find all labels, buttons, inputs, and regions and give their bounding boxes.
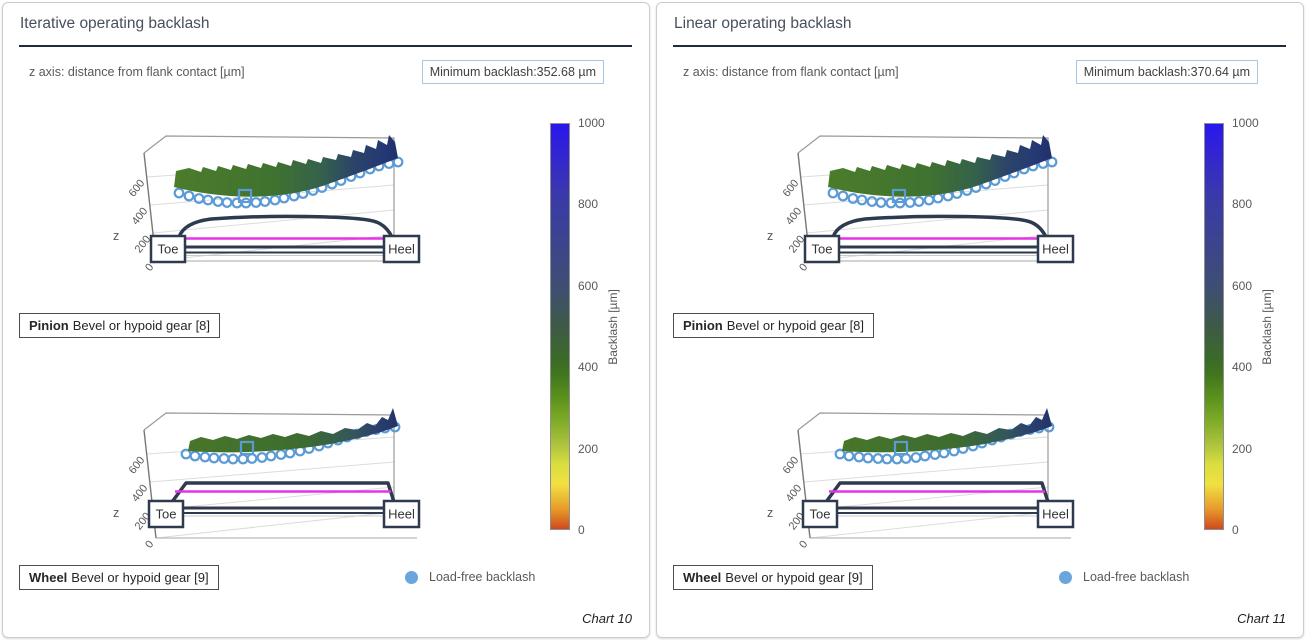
wheel-3d-plot[interactable]: [101, 386, 446, 551]
pinion-label-bold: Pinion: [29, 318, 69, 333]
minimum-backlash-box: Minimum backlash:352.68 µm: [421, 60, 604, 84]
colorbar-tick: 1000: [1232, 116, 1259, 130]
colorbar-tick: 1000: [578, 116, 605, 130]
title-rule: [673, 45, 1286, 47]
pinion-label-rest: Bevel or hypoid gear [8]: [726, 318, 865, 333]
wheel-label-rest: Bevel or hypoid gear [9]: [71, 570, 209, 585]
legend-load-free: Load-free backlash: [1059, 570, 1189, 584]
colorbar-tick: 0: [578, 523, 585, 537]
legend-label: Load-free backlash: [1083, 570, 1190, 584]
panel-linear-backlash: Linear operating backlash z axis: distan…: [656, 2, 1304, 638]
minimum-backlash-box: Minimum backlash:370.64 µm: [1075, 60, 1258, 84]
colorbar-axis-label: Backlash [µm]: [1260, 288, 1274, 365]
colorbar-axis-label: Backlash [µm]: [606, 288, 620, 365]
colorbar-tick: 800: [578, 197, 599, 212]
colorbar-tick: 200: [1232, 441, 1253, 456]
page-title: Iterative operating backlash: [20, 15, 210, 32]
colorbar-tick: 600: [578, 278, 599, 293]
pinion-label-rest: Bevel or hypoid gear [8]: [72, 318, 211, 333]
chart-number: Chart 11: [1237, 611, 1286, 626]
pinion-label-bold: Pinion: [683, 318, 723, 333]
legend-dot-icon: [1059, 570, 1072, 584]
legend-label: Load-free backlash: [429, 570, 536, 584]
colorbar-tick: 800: [1232, 197, 1253, 212]
chart-number: Chart 10: [582, 611, 632, 626]
z-axis-note: z axis: distance from flank contact [µm]: [683, 65, 899, 79]
colorbar-tick: 0: [1232, 523, 1239, 537]
wheel-label-bold: Wheel: [683, 570, 722, 585]
wheel-label-rest: Bevel or hypoid gear [9]: [725, 570, 863, 585]
colorbar-tick: 400: [578, 360, 599, 375]
pinion-3d-plot[interactable]: [101, 109, 446, 274]
colorbar-tick: 400: [1232, 360, 1253, 375]
colorbar: 1000 800 600 400 200 0 Backlash [µm]: [550, 116, 649, 537]
colorbar-tick: 600: [1232, 278, 1253, 293]
title-rule: [19, 45, 632, 47]
wheel-label-bold: Wheel: [29, 570, 68, 585]
pinion-3d-plot[interactable]: [755, 109, 1100, 274]
panel-iterative-backlash: Iterative operating backlash z axis: dis…: [2, 2, 650, 638]
z-axis-note: z axis: distance from flank contact [µm]: [29, 65, 245, 79]
legend-load-free: Load-free backlash: [405, 570, 535, 584]
colorbar-gradient: [1204, 123, 1224, 530]
page-title: Linear operating backlash: [674, 15, 852, 32]
colorbar: 1000 800 600 400 200 0 Backlash [µm]: [1204, 116, 1303, 537]
colorbar-tick: 200: [578, 441, 599, 456]
legend-dot-icon: [405, 570, 418, 584]
colorbar-gradient: [550, 123, 570, 530]
wheel-3d-plot[interactable]: [755, 386, 1100, 551]
